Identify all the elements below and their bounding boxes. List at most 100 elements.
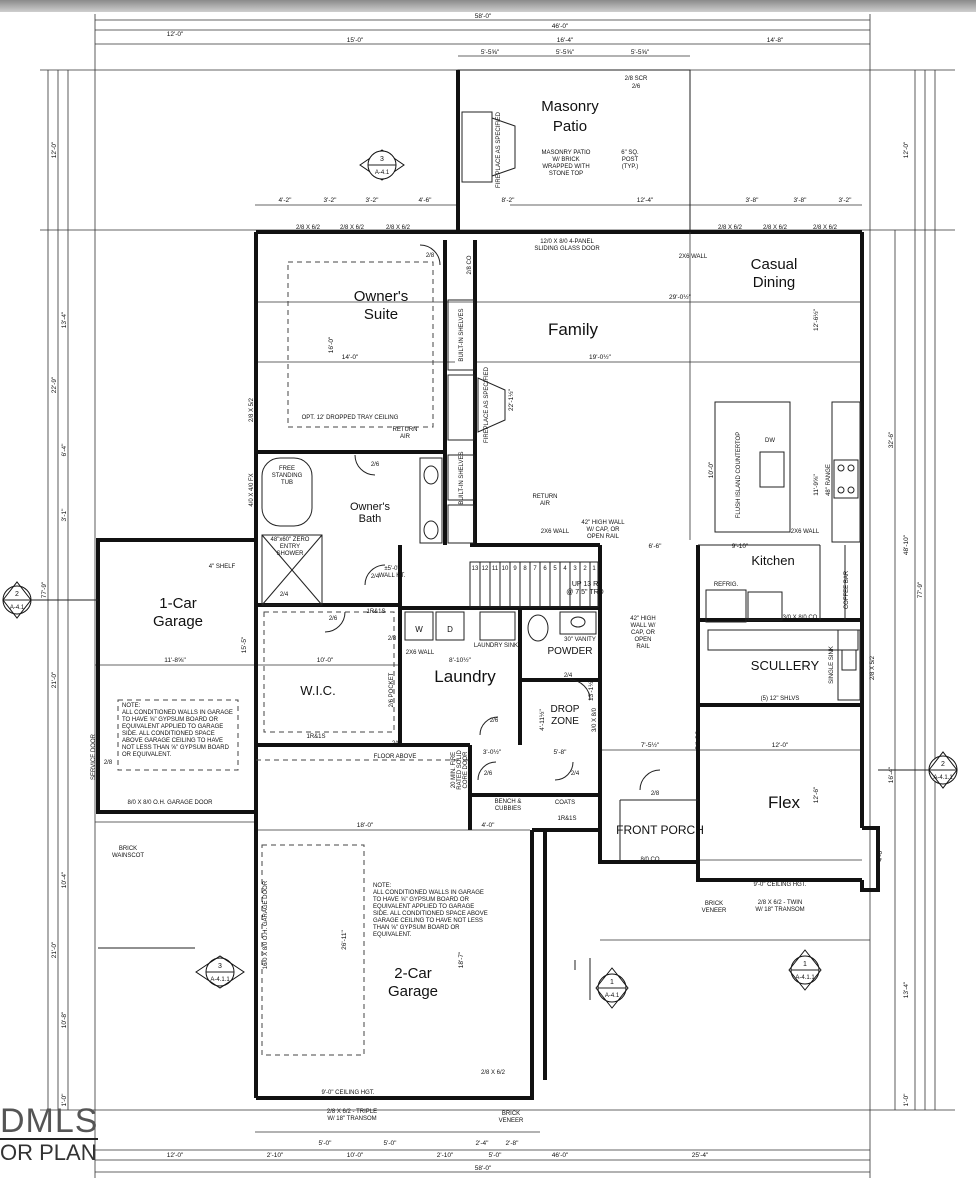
- door-tag-15: 2/8 CO: [467, 255, 473, 274]
- note-return-air-2a: RETURN: [533, 494, 558, 500]
- note-garage1-line5: SIDE. ALL CONDITIONED SPACE: [122, 731, 215, 737]
- note-triple-window-2: W/ 18" TRANSOM: [327, 1116, 376, 1122]
- section-marker-2-a411: 2 A-4.1.1: [878, 751, 958, 789]
- dim-left-9: 10'-8": [61, 1011, 68, 1028]
- note-2x6-wall-4: 2X6 WALL: [791, 529, 820, 535]
- dim-int-drop-width: 5'-8": [554, 749, 568, 756]
- note-garage2-line7: THAN ⅝" GYPSUM BOARD OR: [373, 925, 460, 931]
- note-twin-window-1: 2/8 X 6/2 - TWIN: [758, 900, 803, 906]
- dim-patio-2: 5'-5⅝": [556, 49, 575, 56]
- door-tag-2: 2/6: [371, 462, 380, 468]
- note-brick-veneer-1b: VENEER: [702, 908, 727, 914]
- dim-left-total: 77'-9": [41, 581, 48, 598]
- note-return-air-1b: AIR: [400, 434, 411, 440]
- dim-int-mud: 3'-0½": [483, 748, 502, 756]
- note-post-2: POST: [622, 157, 639, 163]
- stair-step: 4: [563, 566, 567, 572]
- room-casual-dining-line2: Dining: [753, 274, 796, 291]
- dim-patio-3: 5'-5⅝": [631, 49, 650, 56]
- watermark: DMLS OR PLAN: [0, 1104, 99, 1165]
- note-patio-4: STONE TOP: [549, 171, 583, 177]
- room-drop-zone-line2: ZONE: [551, 716, 579, 727]
- door-tag-23: 1R&1S: [557, 816, 576, 822]
- dimension-text: 58'-0" 46'-0" 12'-0" 15'-0" 16'-4" 14'-8…: [41, 13, 924, 1172]
- svg-text:A-4.1: A-4.1: [605, 993, 620, 999]
- door-tag-21: 1R&1S: [366, 609, 385, 615]
- room-one-car-garage-line1: 1-Car: [159, 595, 197, 612]
- dim-right-3: 48'-10": [903, 534, 910, 555]
- note-range: 48" RANGE: [826, 464, 832, 496]
- section-marker-1-a41: 1 A-4.1: [595, 967, 629, 1009]
- window-tag-8: 4/0 X 4/0 FX: [249, 473, 255, 506]
- room-front-porch: FRONT PORCH: [616, 823, 704, 837]
- dim-int-garage2-depth: 26'-11": [341, 929, 348, 949]
- note-brick-wainscot-2: WAINSCOT: [112, 853, 144, 859]
- dim-top-suite: 15'-0": [347, 37, 364, 44]
- note-service-door: SERVICE DOOR: [91, 733, 97, 780]
- stair-treads: [479, 562, 591, 607]
- note-twin-window-2: W/ 18" TRANSOM: [755, 907, 804, 913]
- note-dw: DW: [765, 438, 775, 444]
- room-one-car-garage-line2: Garage: [153, 613, 203, 630]
- dim-bottom-f: 5'-0": [319, 1140, 333, 1147]
- window-tag-5: 2/8 X 6/2: [763, 225, 788, 231]
- note-return-air-2b: AIR: [540, 501, 551, 507]
- note-tray-ceiling: OPT. 12' DROPPED TRAY CEILING: [302, 415, 399, 421]
- window-tag-7: 2/8 X 5/2: [249, 397, 255, 422]
- dim-slider: 8'-2": [502, 197, 516, 204]
- note-patio-1: MASONRY PATIO: [542, 150, 591, 156]
- svg-text:1: 1: [803, 961, 807, 968]
- watermark-title: OR PLAN: [0, 1138, 99, 1165]
- note-tub-2: STANDING: [272, 473, 303, 479]
- stair-step: 7: [533, 566, 537, 572]
- room-wic: W.I.C.: [300, 683, 335, 698]
- dim-bottom-a: 2'-10": [267, 1152, 284, 1159]
- dim-win-7: 3'-2": [839, 197, 853, 204]
- room-owners-bath-line2: Bath: [359, 513, 382, 525]
- dim-int-drop-depth: 4'-11½": [538, 709, 546, 731]
- dim-int-laundry: 8'-10½": [449, 656, 472, 664]
- note-garage2-line1: NOTE:: [373, 883, 392, 889]
- note-stairs-1: UP 13 R: [572, 581, 598, 588]
- door-swings: [324, 244, 661, 791]
- washer-label: W: [415, 625, 423, 634]
- dim-int-suite-depth: 16'-0": [328, 336, 335, 353]
- svg-text:A-4.1.1: A-4.1.1: [210, 977, 230, 983]
- dim-left-6: 21'-0": [51, 671, 58, 688]
- note-wall42-2e: RAIL: [636, 644, 650, 650]
- stair-step: 9: [513, 566, 517, 572]
- note-garage2-line8: EQUIVALENT.: [373, 932, 412, 938]
- dim-patio-1: 5'-5⅝": [481, 49, 500, 56]
- room-kitchen: Kitchen: [751, 553, 794, 568]
- note-wall42-2c: CAP, OR: [631, 630, 656, 636]
- note-return-air-1a: RETURN: [393, 427, 418, 433]
- note-post-3: (TYP.): [622, 164, 639, 170]
- note-garage2-line3: TO HAVE ⅝" GYPSUM BOARD OR: [373, 897, 470, 903]
- dim-int-garage1-width: 11'-8⅝": [164, 657, 186, 664]
- window-tag-4: 2/8 X 6/2: [718, 225, 743, 231]
- dim-left-3: 13'-4": [61, 311, 68, 328]
- room-two-car-garage-line1: 2-Car: [394, 965, 432, 982]
- note-garage2-line5: SIDE. ALL CONDITIONED SPACE ABOVE: [373, 911, 488, 917]
- note-patio-3: WRAPPED WITH: [542, 164, 589, 170]
- section-marker-3-a411: 3 A-4.1.1: [98, 947, 245, 989]
- dim-left-7: 10'-4": [61, 871, 68, 888]
- note-brick-veneer-2b: VENEER: [499, 1118, 524, 1124]
- stair-step: 11: [492, 566, 499, 572]
- dim-int-garage2-width: 18'-0": [357, 822, 374, 829]
- door-tag-12: 2/8: [388, 636, 397, 642]
- dim-left-2: 22'-9": [51, 376, 58, 393]
- dim-bottom-e: 25'-4": [692, 1152, 709, 1159]
- stair-step: 13: [472, 566, 479, 572]
- door-tag-11: 2/6: [632, 84, 641, 90]
- note-garage1-line7: NOT LESS THAN ⅝" GYPSUM BOARD: [122, 745, 230, 751]
- note-wall-cut-1: ±5'-0": [384, 566, 399, 572]
- dim-int-suite: 14'-0": [342, 354, 359, 361]
- dim-int-foyer: 7'-5½": [641, 741, 660, 749]
- walls: [96, 69, 880, 1100]
- section-marker-2-a41: 2 A-4.1: [2, 581, 98, 619]
- room-family: Family: [548, 320, 599, 339]
- note-garage1-line3: TO HAVE ⅝" GYPSUM BOARD OR: [122, 717, 219, 723]
- door-tag-22: 1R&1S: [306, 734, 325, 740]
- dim-right-6: 13'-4": [903, 981, 910, 998]
